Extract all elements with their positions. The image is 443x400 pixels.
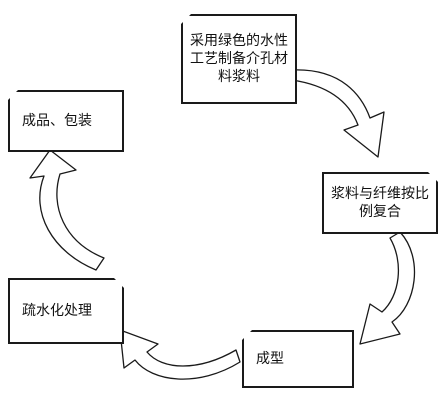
arrow-forming-to-hydrophobic xyxy=(119,329,241,380)
arrow-hydrophobic-to-package xyxy=(29,149,105,271)
node-hydrophobic: 疏水化处理 xyxy=(8,278,124,344)
node-package-label: 成品、包装 xyxy=(22,113,92,129)
node-forming: 成型 xyxy=(242,330,354,388)
node-composite: 浆料与纤维按比例复合 xyxy=(322,172,438,234)
node-package: 成品、包装 xyxy=(8,90,124,152)
node-prepare: 采用绿色的水性工艺制备介孔材料浆料 xyxy=(181,14,297,104)
node-composite-label: 浆料与纤维按比例复合 xyxy=(331,186,429,220)
node-hydrophobic-label: 疏水化处理 xyxy=(22,303,92,319)
arrow-prepare-to-composite xyxy=(291,69,385,158)
node-prepare-label: 采用绿色的水性工艺制备介孔材料浆料 xyxy=(190,33,288,85)
arrow-composite-to-forming xyxy=(359,231,416,345)
node-forming-label: 成型 xyxy=(256,351,284,367)
